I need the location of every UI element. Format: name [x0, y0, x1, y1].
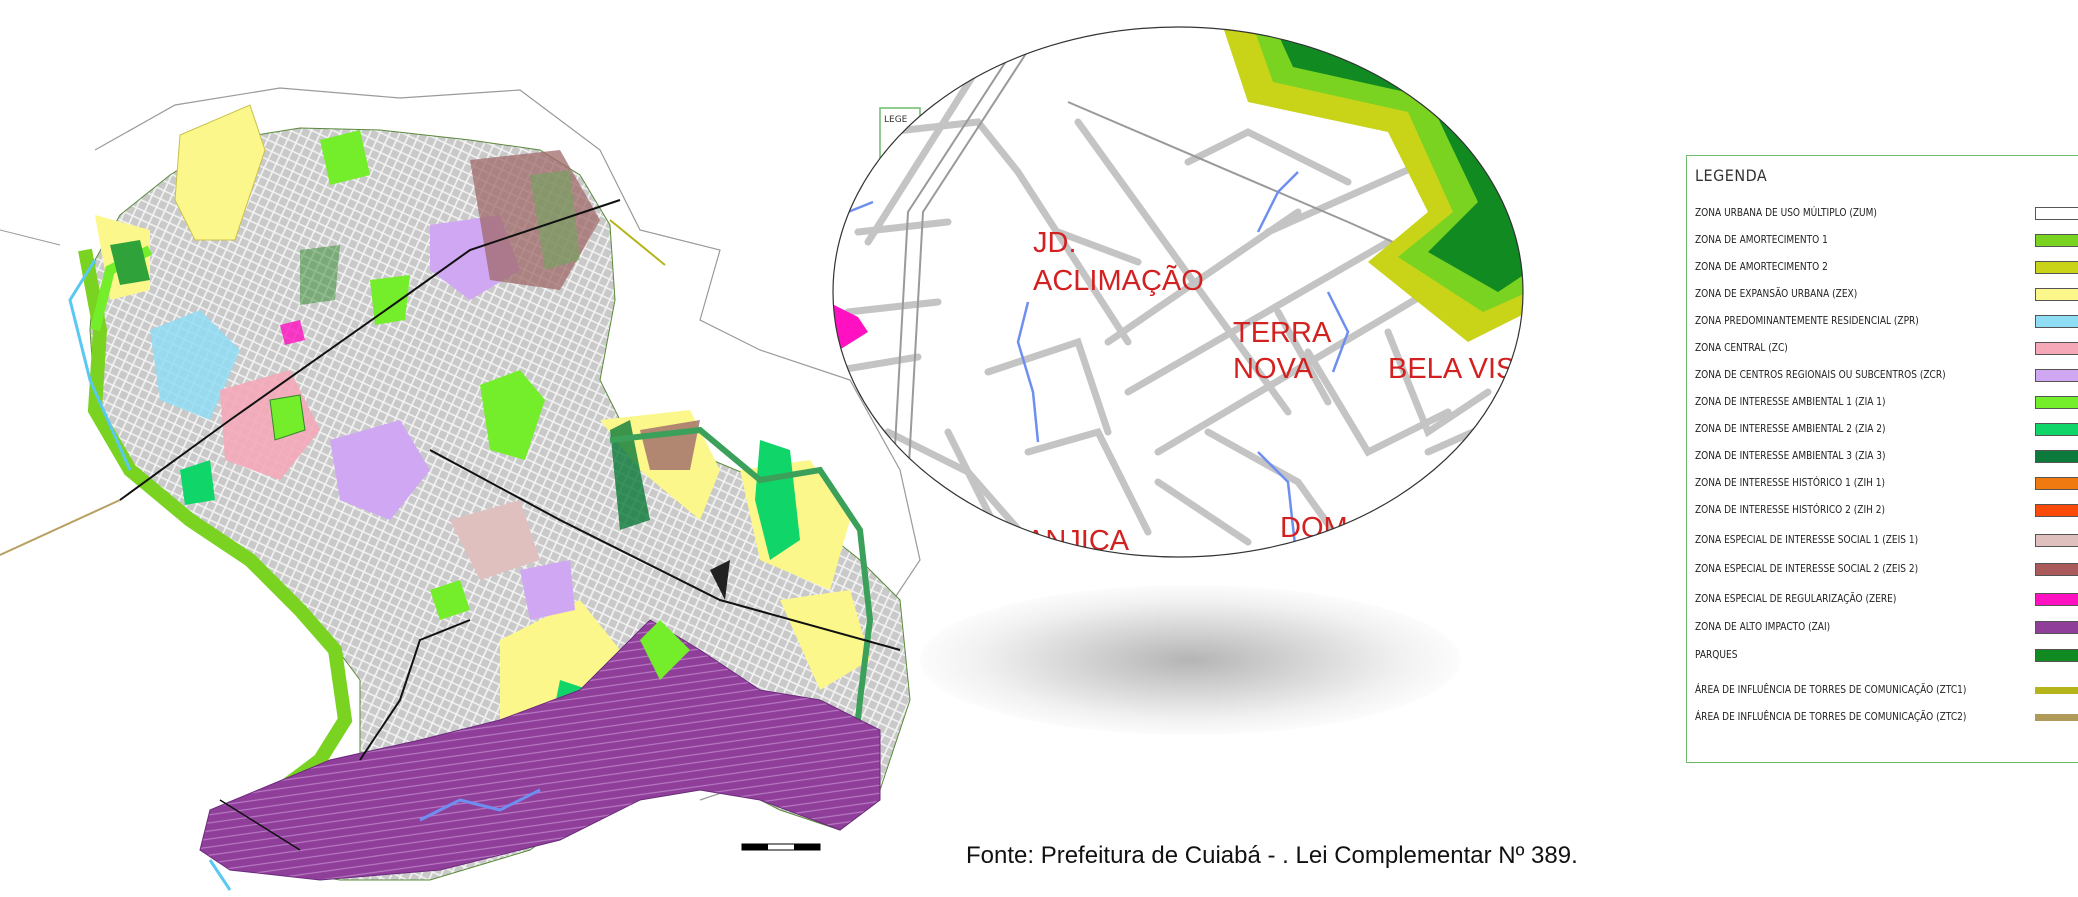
- zone-zpr: [150, 310, 240, 420]
- legend-swatch: [2035, 234, 2078, 247]
- legend-swatch: [2035, 369, 2078, 382]
- legend-item: ZONA DE AMORTECIMENTO 1: [1695, 231, 2078, 251]
- legend-swatch: [2035, 621, 2078, 634]
- legend-item-label: PARQUES: [1695, 648, 1738, 661]
- river: [419, 788, 541, 822]
- zone-zcr: [330, 420, 430, 520]
- label-nova: NOVA: [1233, 353, 1314, 385]
- legend-item-label: ÁREA DE INFLUÊNCIA DE TORRES DE COMUNICA…: [1695, 710, 1967, 723]
- legend-item-label: ZONA DE INTERESSE HISTÓRICO 2 (ZIH 2): [1695, 503, 1886, 516]
- legend-item: ZONA ESPECIAL DE INTERESSE SOCIAL 2 (ZEI…: [1695, 560, 2078, 580]
- legend-item: ZONA ESPECIAL DE REGULARIZAÇÃO (ZERE): [1695, 590, 2078, 610]
- zone-zia3: [755, 440, 800, 560]
- legend-item: ZONA DE INTERESSE AMBIENTAL 3 (ZIA 3): [1695, 447, 2078, 467]
- zoom-shadow: [920, 585, 1460, 735]
- legend-swatch: [2035, 563, 2078, 576]
- zoomed-detail-view: LEGE: [832, 26, 1524, 558]
- legend-item: ZONA DE AMORTECIMENTO 2: [1695, 258, 2078, 278]
- legend-item: ZONA ESPECIAL DE INTERESSE SOCIAL 1 (ZEI…: [1695, 531, 2078, 551]
- legend-item-label: ZONA DE AMORTECIMENTO 1: [1695, 233, 1828, 246]
- legend-item-label: ZONA DE INTERESSE HISTÓRICO 1 (ZIH 1): [1695, 476, 1886, 489]
- legend-item: PARQUES: [1695, 646, 2078, 666]
- label-aclimacao: ACLIMAÇÃO: [1033, 263, 1204, 297]
- legend-swatch: [2035, 649, 2078, 662]
- city-zoning-map: [0, 87, 921, 891]
- svg-text:LEGE: LEGE: [884, 115, 908, 125]
- legend-swatch: [2035, 450, 2078, 463]
- legend-item: ZONA DE INTERESSE AMBIENTAL 1 (ZIA 1): [1695, 393, 2078, 413]
- source-caption: Fonte: Prefeitura de Cuiabá - . Lei Comp…: [966, 842, 1578, 869]
- legend-swatch: [2035, 687, 2078, 694]
- legend-panel: LEGENDA ZONA URBANA DE USO MÚLTIPLO (ZUM…: [1686, 155, 2078, 763]
- label-dom: DOM: [1280, 512, 1348, 544]
- legend-swatch: [2035, 423, 2078, 436]
- legend-item-label: ZONA DE CENTROS REGIONAIS OU SUBCENTROS …: [1695, 368, 1946, 381]
- legend-item: ZONA DE INTERESSE HISTÓRICO 2 (ZIH 2): [1695, 501, 2078, 521]
- label-terra: TERRA: [1233, 317, 1332, 349]
- legend-swatch: [2035, 207, 2078, 220]
- legend-item: ZONA DE EXPANSÃO URBANA (ZEX): [1695, 285, 2078, 305]
- legend-item-label: ZONA PREDOMINANTEMENTE RESIDENCIAL (ZPR): [1695, 314, 1919, 327]
- label-bela-vista: BELA VIS: [1388, 353, 1515, 385]
- legend-swatch: [2035, 714, 2078, 721]
- label-jd: JD.: [1033, 227, 1077, 259]
- legend-title: LEGENDA: [1695, 166, 1768, 185]
- legend-item: ZONA DE INTERESSE HISTÓRICO 1 (ZIH 1): [1695, 474, 2078, 494]
- legend-item-label: ÁREA DE INFLUÊNCIA DE TORRES DE COMUNICA…: [1695, 683, 1967, 696]
- main-road: [119, 199, 621, 501]
- legend-swatch: [2035, 534, 2078, 547]
- legend-item-label: ZONA ESPECIAL DE INTERESSE SOCIAL 2 (ZEI…: [1695, 562, 1919, 575]
- legend-swatch: [2035, 396, 2078, 409]
- legend-item-label: ZONA DE AMORTECIMENTO 2: [1695, 260, 1828, 273]
- legend-swatch: [2035, 288, 2078, 301]
- legend-item-label: ZONA DE INTERESSE AMBIENTAL 2 (ZIA 2): [1695, 422, 1886, 435]
- legend-item: ZONA DE ALTO IMPACTO (ZAI): [1695, 618, 2078, 638]
- legend-swatch: [2035, 315, 2078, 328]
- legend-swatch: [2035, 477, 2078, 490]
- legend-item-label: ZONA ESPECIAL DE INTERESSE SOCIAL 1 (ZEI…: [1695, 533, 1919, 546]
- zone-zai: [199, 619, 881, 881]
- zone-zex-south: [500, 600, 620, 720]
- zone-zex-north: [174, 104, 266, 241]
- legend-item-label: ZONA CENTRAL (ZC): [1695, 341, 1788, 354]
- legend-item-label: ZONA DE INTERESSE AMBIENTAL 3 (ZIA 3): [1695, 449, 1886, 462]
- legend-item-label: ZONA ESPECIAL DE REGULARIZAÇÃO (ZERE): [1695, 592, 1897, 605]
- zone-zeis1: [450, 500, 540, 580]
- legend-swatch: [2035, 504, 2078, 517]
- legend-swatch: [2035, 261, 2078, 274]
- legend-item: ZONA CENTRAL (ZC): [1695, 339, 2078, 359]
- legend-item-label: ZONA URBANA DE USO MÚLTIPLO (ZUM): [1695, 206, 1877, 219]
- legend-item-label: ZONA DE INTERESSE AMBIENTAL 1 (ZIA 1): [1695, 395, 1886, 408]
- legend-item: ZONA PREDOMINANTEMENTE RESIDENCIAL (ZPR): [1695, 312, 2078, 332]
- legend-item: ZONA DE CENTROS REGIONAIS OU SUBCENTROS …: [1695, 366, 2078, 386]
- legend-item: ÁREA DE INFLUÊNCIA DE TORRES DE COMUNICA…: [1695, 708, 2078, 728]
- legend-item-label: ZONA DE ALTO IMPACTO (ZAI): [1695, 620, 1831, 633]
- scale-bar: [741, 843, 821, 851]
- legend-item: ÁREA DE INFLUÊNCIA DE TORRES DE COMUNICA…: [1695, 681, 2078, 701]
- legend-item: ZONA URBANA DE USO MÚLTIPLO (ZUM): [1695, 204, 2078, 224]
- legend-item: ZONA DE INTERESSE AMBIENTAL 2 (ZIA 2): [1695, 420, 2078, 440]
- legend-swatch: [2035, 593, 2078, 606]
- legend-swatch: [2035, 342, 2078, 355]
- legend-item-label: ZONA DE EXPANSÃO URBANA (ZEX): [1695, 287, 1858, 300]
